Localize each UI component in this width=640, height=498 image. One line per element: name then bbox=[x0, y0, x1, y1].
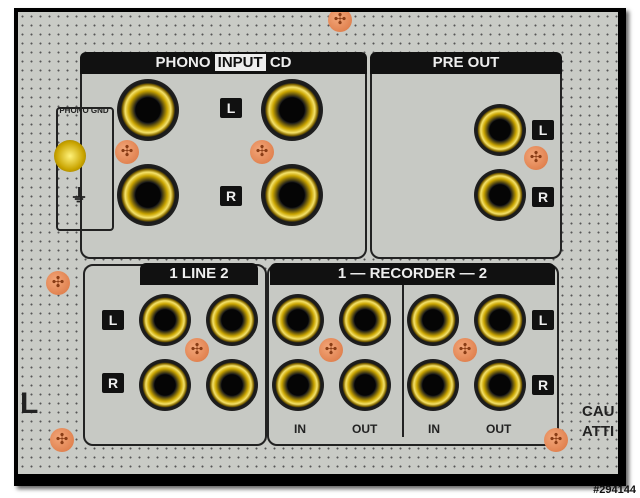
ground-icon: ⏚ bbox=[70, 186, 88, 206]
pre-out-header: PRE OUT bbox=[370, 52, 562, 74]
screw-icon: ✣ bbox=[50, 428, 74, 452]
rec1-in-label: IN bbox=[294, 422, 306, 436]
screw-icon: ✣ bbox=[46, 271, 70, 295]
jack-phono-l[interactable] bbox=[117, 79, 179, 141]
channel-badge-l: L bbox=[532, 120, 554, 140]
jack-line2-r[interactable] bbox=[206, 359, 258, 411]
rec2-in-label: IN bbox=[428, 422, 440, 436]
channel-badge-l: L bbox=[102, 310, 124, 330]
jack-rec1-in-r[interactable] bbox=[272, 359, 324, 411]
jack-rec1-out-l[interactable] bbox=[339, 294, 391, 346]
caution-text-2: ATTI bbox=[582, 423, 615, 440]
screw-icon: ✣ bbox=[544, 428, 568, 452]
input-header: PHONO INPUT CD bbox=[80, 52, 367, 74]
screw-icon: ✣ bbox=[328, 12, 352, 32]
jack-cd-r[interactable] bbox=[261, 164, 323, 226]
channel-badge-r: R bbox=[532, 375, 554, 395]
jack-line1-r[interactable] bbox=[139, 359, 191, 411]
recorder-header: 1 — RECORDER — 2 bbox=[270, 263, 555, 285]
channel-badge-r: R bbox=[102, 373, 124, 393]
line-section bbox=[83, 264, 267, 446]
screw-icon: ✣ bbox=[453, 338, 477, 362]
cd-label: CD bbox=[269, 54, 292, 71]
ground-terminal[interactable] bbox=[54, 140, 86, 172]
jack-pre-out-r[interactable] bbox=[474, 169, 526, 221]
jack-rec1-out-r[interactable] bbox=[339, 359, 391, 411]
channel-badge-l: L bbox=[220, 98, 242, 118]
screw-icon: ✣ bbox=[524, 146, 548, 170]
jack-rec2-in-r[interactable] bbox=[407, 359, 459, 411]
screw-icon: ✣ bbox=[185, 338, 209, 362]
channel-badge-l: L bbox=[532, 310, 554, 330]
phono-gnd-label: PHONO GND bbox=[59, 106, 109, 115]
side-letter: L bbox=[20, 387, 39, 420]
jack-cd-l[interactable] bbox=[261, 79, 323, 141]
channel-badge-r: R bbox=[532, 187, 554, 207]
watermark: #294144 bbox=[593, 484, 636, 496]
jack-phono-r[interactable] bbox=[117, 164, 179, 226]
channel-badge-r: R bbox=[220, 186, 242, 206]
jack-line2-l[interactable] bbox=[206, 294, 258, 346]
jack-rec2-out-l[interactable] bbox=[474, 294, 526, 346]
line-header: 1 LINE 2 bbox=[140, 263, 258, 285]
rec2-out-label: OUT bbox=[486, 422, 512, 436]
input-label: INPUT bbox=[214, 54, 266, 71]
rec1-out-label: OUT bbox=[352, 422, 378, 436]
jack-rec2-in-l[interactable] bbox=[407, 294, 459, 346]
screw-icon: ✣ bbox=[115, 140, 139, 164]
jack-pre-out-l[interactable] bbox=[474, 104, 526, 156]
screw-icon: ✣ bbox=[319, 338, 343, 362]
jack-rec2-out-r[interactable] bbox=[474, 359, 526, 411]
jack-line1-l[interactable] bbox=[139, 294, 191, 346]
jack-rec1-in-l[interactable] bbox=[272, 294, 324, 346]
divider bbox=[402, 282, 404, 437]
phono-label: PHONO bbox=[155, 54, 211, 71]
screw-icon: ✣ bbox=[250, 140, 274, 164]
recorder-section bbox=[267, 264, 559, 446]
caution-text: CAU bbox=[582, 403, 615, 420]
amplifier-rear-panel: PHONO INPUT CD PRE OUT 1 LINE 2 1 — RECO… bbox=[18, 12, 618, 474]
phono-gnd-box bbox=[56, 107, 114, 231]
